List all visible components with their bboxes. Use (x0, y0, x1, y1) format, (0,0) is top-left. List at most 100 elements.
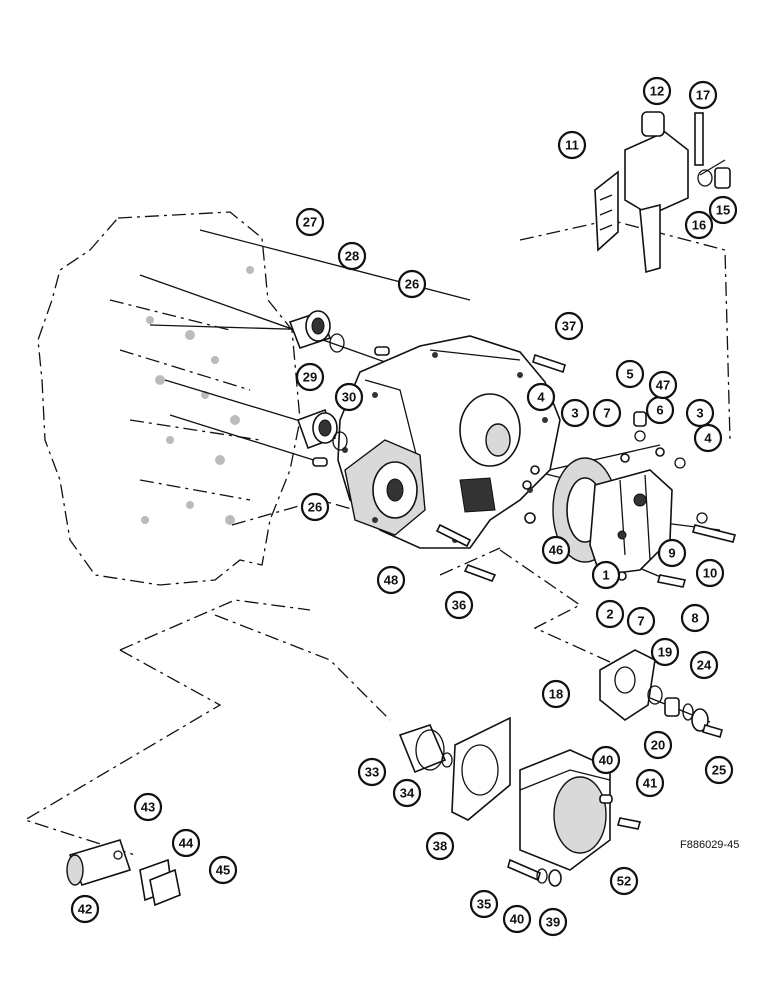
callout-bubbles: 1 2 3 3 4 4 5 6 7 7 8 9 10 11 12 15 16 1… (70, 76, 738, 937)
transmission-housing-outline (37, 211, 301, 586)
svg-text:3: 3 (696, 406, 703, 421)
svg-text:40: 40 (510, 912, 524, 927)
callout-29: 29 (295, 362, 325, 392)
svg-text:1: 1 (602, 568, 609, 583)
svg-text:44: 44 (179, 836, 194, 851)
svg-text:9: 9 (668, 546, 675, 561)
callout-25: 25 (704, 755, 734, 785)
callout-38: 38 (425, 831, 455, 861)
svg-text:19: 19 (658, 645, 672, 660)
callout-35: 35 (469, 889, 499, 919)
svg-text:27: 27 (303, 215, 317, 230)
svg-text:25: 25 (712, 763, 726, 778)
callout-33: 33 (357, 757, 387, 787)
valve-assembly (594, 111, 731, 274)
svg-text:4: 4 (704, 431, 712, 446)
bearings (288, 310, 390, 467)
svg-text:15: 15 (716, 203, 730, 218)
svg-text:34: 34 (400, 786, 415, 801)
callout-52: 52 (609, 866, 639, 896)
svg-text:42: 42 (78, 902, 92, 917)
svg-text:35: 35 (477, 897, 491, 912)
pump-plate-and-valve-block (552, 457, 673, 576)
svg-text:10: 10 (703, 566, 717, 581)
svg-text:39: 39 (546, 915, 560, 930)
callout-3b: 3 (685, 398, 715, 428)
svg-text:30: 30 (342, 390, 356, 405)
svg-text:38: 38 (433, 839, 447, 854)
cover-and-plug (599, 649, 723, 738)
suction-tube (66, 839, 181, 907)
callout-36: 36 (444, 590, 474, 620)
svg-text:20: 20 (651, 738, 665, 753)
callout-15: 15 (708, 195, 738, 225)
figure-code: F886029-45 (680, 839, 739, 851)
svg-text:8: 8 (691, 611, 698, 626)
callout-8: 8 (680, 603, 710, 633)
svg-text:16: 16 (692, 218, 706, 233)
hydraulic-pump (398, 716, 642, 887)
callout-45: 45 (208, 855, 238, 885)
svg-text:29: 29 (303, 370, 317, 385)
callout-7a: 7 (592, 398, 622, 428)
callout-19: 19 (650, 637, 680, 667)
callout-42: 42 (70, 894, 100, 924)
gear-case (337, 335, 561, 549)
callout-11: 11 (557, 130, 587, 160)
callout-17: 17 (688, 80, 718, 110)
svg-text:6: 6 (656, 403, 663, 418)
callout-10: 10 (695, 558, 725, 588)
svg-text:52: 52 (617, 874, 631, 889)
callout-4b: 4 (693, 423, 723, 453)
svg-text:48: 48 (384, 573, 398, 588)
callout-12: 12 (642, 76, 672, 106)
callout-26a: 26 (397, 269, 427, 299)
svg-text:3: 3 (571, 406, 578, 421)
callout-44: 44 (171, 828, 201, 858)
svg-text:46: 46 (549, 543, 563, 558)
callout-40a: 40 (591, 745, 621, 775)
svg-text:18: 18 (549, 687, 563, 702)
svg-text:5: 5 (626, 367, 633, 382)
svg-text:47: 47 (656, 378, 670, 393)
callout-27: 27 (295, 207, 325, 237)
callout-3a: 3 (560, 398, 590, 428)
callout-16: 16 (684, 210, 714, 240)
svg-text:36: 36 (452, 598, 466, 613)
svg-text:24: 24 (697, 658, 712, 673)
callout-34: 34 (392, 778, 422, 808)
callout-46: 46 (541, 535, 571, 565)
svg-text:40: 40 (599, 753, 613, 768)
callout-28: 28 (337, 241, 367, 271)
callout-47: 47 (648, 370, 678, 400)
callout-40b: 40 (502, 904, 532, 934)
callout-9: 9 (657, 538, 687, 568)
svg-text:26: 26 (405, 277, 419, 292)
svg-text:43: 43 (141, 800, 155, 815)
callout-1: 1 (591, 560, 621, 590)
callout-24: 24 (689, 650, 719, 680)
callout-6: 6 (645, 395, 675, 425)
callout-5: 5 (615, 359, 645, 389)
callout-20: 20 (643, 730, 673, 760)
callout-43: 43 (133, 792, 163, 822)
callout-18: 18 (541, 679, 571, 709)
svg-text:11: 11 (565, 138, 579, 153)
callout-7b: 7 (626, 606, 656, 636)
svg-text:2: 2 (606, 607, 613, 622)
callout-48: 48 (376, 565, 406, 595)
callout-41: 41 (635, 768, 665, 798)
svg-text:45: 45 (216, 863, 230, 878)
callout-26b: 26 (300, 492, 330, 522)
svg-text:37: 37 (562, 319, 576, 334)
svg-text:26: 26 (308, 500, 322, 515)
svg-text:7: 7 (603, 406, 610, 421)
svg-text:4: 4 (537, 390, 545, 405)
svg-text:7: 7 (637, 614, 644, 629)
callout-30: 30 (334, 382, 364, 412)
callout-2: 2 (595, 599, 625, 629)
callout-39: 39 (538, 907, 568, 937)
callout-4a: 4 (526, 382, 556, 412)
callout-37: 37 (554, 311, 584, 341)
